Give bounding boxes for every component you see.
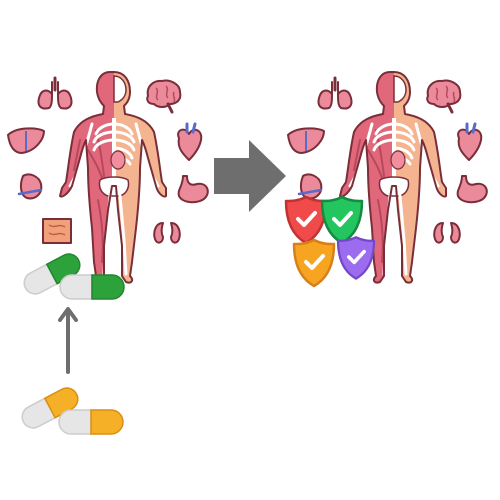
intestine-icon [42, 218, 72, 244]
brain-icon [425, 79, 462, 114]
shield-check-icon [284, 195, 328, 245]
kidneys-icon [433, 222, 461, 244]
liver-icon [7, 127, 45, 154]
lungs-icon [316, 76, 354, 111]
heart-icon [176, 122, 203, 162]
shield-check-icon [336, 235, 376, 281]
heart-icon [456, 122, 483, 162]
arrow-up-icon [58, 307, 78, 374]
green-capsule-icon [23, 253, 125, 300]
arrow-right-icon [214, 140, 286, 212]
stomach-icon [456, 175, 488, 204]
liver-icon [287, 127, 325, 154]
shield-check-icon [292, 238, 336, 288]
stomach-icon [177, 175, 209, 204]
kidneys-icon [153, 222, 181, 244]
pancreas-icon [17, 173, 43, 200]
pancreas-icon [297, 173, 323, 200]
lungs-icon [36, 76, 74, 111]
orange-capsule-icon [21, 387, 124, 435]
brain-icon [145, 79, 182, 114]
